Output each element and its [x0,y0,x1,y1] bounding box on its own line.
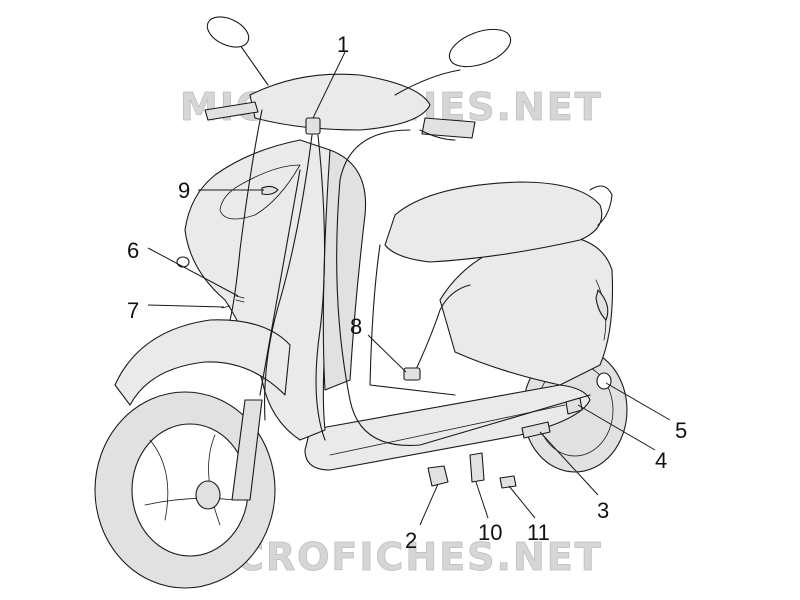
seat [384,181,603,263]
right-grip [421,117,476,139]
part-4-nut [565,397,583,415]
part-2-cap [427,465,449,487]
part-5-adjuster [596,372,612,390]
part-6-clip [235,295,245,303]
callout-2: 2 [405,528,417,553]
callout-11: 11 [527,520,550,545]
callout-1: 1 [337,32,349,57]
callout-6: 6 [127,238,139,263]
cables [229,109,591,447]
right-mirror [448,28,512,68]
callout-10: 10 [478,520,502,545]
callout-8: 8 [350,314,362,339]
rear-body [369,181,614,396]
front-fender [114,319,291,406]
callout-5: 5 [675,418,687,443]
indicator [219,164,301,220]
part-8-guide [403,367,421,381]
front-fork [231,169,301,501]
part-11-bolt [499,475,517,489]
callout-7: 7 [127,298,139,323]
part-7-clip [221,305,231,309]
callout-9: 9 [178,178,190,203]
callout-3: 3 [597,498,609,523]
leader-lines [147,51,671,526]
headlight-small [176,256,190,268]
callout-4: 4 [655,448,667,473]
small-parts [221,117,612,489]
part-1-junction [305,117,321,135]
left-mirror [206,16,250,48]
tail-light [595,289,609,321]
handlebar [204,16,512,141]
callout-labels: 1 2 3 4 5 6 7 8 9 10 11 [127,32,687,553]
part-10-bracket [469,452,485,483]
left-grip [204,101,259,121]
part-9-clip [261,185,279,196]
part-3-spring [521,421,551,439]
